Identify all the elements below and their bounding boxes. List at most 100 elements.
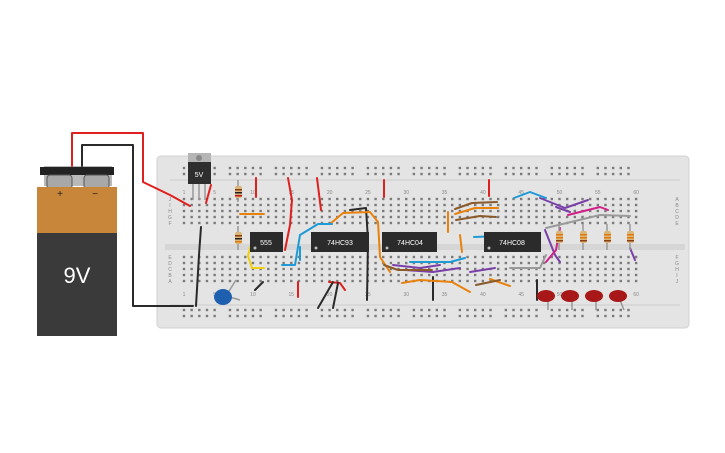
breadboard-hole <box>320 203 324 207</box>
led <box>585 290 603 310</box>
breadboard-hole <box>328 314 331 318</box>
breadboard-hole <box>205 308 209 312</box>
breadboard-hole <box>236 215 239 219</box>
breadboard-hole <box>213 273 216 277</box>
breadboard-hole <box>213 255 216 259</box>
breadboard-hole <box>205 209 209 213</box>
breadboard-hole <box>259 203 262 207</box>
breadboard-hole <box>473 172 477 176</box>
breadboard-hole <box>397 203 400 207</box>
breadboard-hole <box>182 267 186 271</box>
breadboard-hole <box>305 166 308 170</box>
breadboard-hole <box>611 308 615 312</box>
breadboard-hole <box>228 203 232 207</box>
breadboard-hole <box>489 209 492 213</box>
breadboard-hole <box>259 209 262 213</box>
breadboard-hole <box>627 166 630 170</box>
breadboard-hole <box>213 308 216 312</box>
breadboard-hole <box>313 267 316 271</box>
battery-negative-terminal <box>83 174 110 190</box>
breadboard-hole <box>205 215 209 219</box>
breadboard-hole <box>496 267 500 271</box>
breadboard-hole <box>550 279 554 283</box>
breadboard-hole <box>435 255 439 259</box>
breadboard-hole <box>259 308 262 312</box>
breadboard-hole <box>336 279 339 283</box>
breadboard-hole <box>496 197 500 201</box>
breadboard-hole <box>313 221 316 225</box>
breadboard-hole <box>550 261 554 265</box>
breadboard-hole <box>565 279 569 283</box>
breadboard-hole <box>328 279 331 283</box>
breadboard-hole <box>182 261 186 265</box>
breadboard-hole <box>351 197 354 201</box>
breadboard-hole <box>527 172 531 176</box>
breadboard-hole <box>573 166 577 170</box>
breadboard-hole <box>366 308 370 312</box>
breadboard-hole <box>389 314 393 318</box>
breadboard-hole <box>198 209 201 213</box>
breadboard-hole <box>221 267 224 271</box>
breadboard-hole <box>565 308 569 312</box>
breadboard-hole <box>550 267 554 271</box>
breadboard-hole <box>267 215 270 219</box>
breadboard-hole <box>573 267 577 271</box>
breadboard-hole <box>619 273 622 277</box>
breadboard-hole <box>527 261 531 265</box>
breadboard-hole <box>236 261 239 265</box>
breadboard-hole <box>282 172 285 176</box>
breadboard-hole <box>596 273 600 277</box>
breadboard-hole <box>320 308 324 312</box>
row-letter: I <box>169 203 170 209</box>
breadboard-hole <box>412 166 416 170</box>
breadboard-hole <box>198 279 201 283</box>
breadboard-hole <box>343 221 347 225</box>
breadboard-hole <box>458 255 462 259</box>
breadboard-hole <box>604 209 607 213</box>
breadboard-hole <box>382 267 385 271</box>
breadboard-hole <box>282 273 285 277</box>
breadboard-hole <box>573 221 577 225</box>
breadboard-hole <box>351 279 354 283</box>
breadboard-hole <box>389 203 393 207</box>
row-letter: A <box>675 197 679 203</box>
breadboard-hole <box>336 314 339 318</box>
breadboard-hole <box>182 255 186 259</box>
breadboard-hole <box>542 279 546 283</box>
breadboard-hole <box>389 215 393 219</box>
breadboard-hole <box>519 172 523 176</box>
breadboard-hole <box>244 209 247 213</box>
breadboard-hole <box>328 215 331 219</box>
breadboard-hole <box>611 255 615 259</box>
breadboard-hole <box>519 215 523 219</box>
breadboard-hole <box>282 203 285 207</box>
breadboard-hole <box>573 314 577 318</box>
breadboard-hole <box>634 215 638 219</box>
breadboard-hole <box>228 279 232 283</box>
breadboard-hole <box>389 273 393 277</box>
breadboard-hole <box>182 166 186 170</box>
breadboard-hole <box>236 267 239 271</box>
breadboard-hole <box>428 273 431 277</box>
breadboard-hole <box>573 172 577 176</box>
breadboard-hole <box>213 279 216 283</box>
breadboard-hole <box>351 273 354 277</box>
breadboard-hole <box>458 221 462 225</box>
breadboard-hole <box>611 261 615 265</box>
breadboard-hole <box>581 255 584 259</box>
breadboard-hole <box>473 308 477 312</box>
column-number: 20 <box>327 292 333 298</box>
column-number: 60 <box>633 190 639 196</box>
breadboard-hole <box>535 273 538 277</box>
breadboard-hole <box>251 273 255 277</box>
breadboard-hole <box>336 197 339 201</box>
breadboard-hole <box>198 267 201 271</box>
breadboard-hole <box>336 209 339 213</box>
breadboard-hole <box>290 221 293 225</box>
breadboard-hole <box>343 166 347 170</box>
row-letter: J <box>169 197 172 203</box>
breadboard-hole <box>512 209 515 213</box>
breadboard-hole <box>313 209 316 213</box>
breadboard-hole <box>405 261 408 265</box>
breadboard-hole <box>290 314 293 318</box>
